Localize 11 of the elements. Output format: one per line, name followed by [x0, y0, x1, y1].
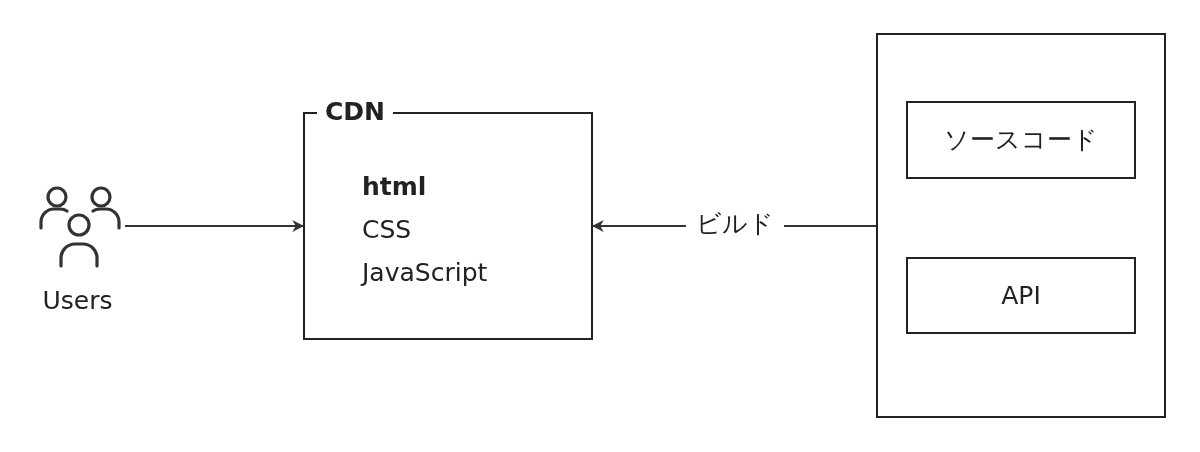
- list-item: CSS: [362, 215, 412, 245]
- arrow: [124, 220, 305, 232]
- list-item: JavaScript: [362, 258, 488, 288]
- box-label: ソースコード: [943, 125, 1099, 155]
- list-item: html: [362, 172, 427, 202]
- process-box: [906, 257, 1136, 334]
- container-box: [876, 33, 1166, 418]
- box-label: API: [1000, 280, 1042, 311]
- icon-label: Users: [41, 286, 114, 316]
- process-box: [906, 101, 1136, 179]
- edge-label: ビルド: [685, 209, 784, 239]
